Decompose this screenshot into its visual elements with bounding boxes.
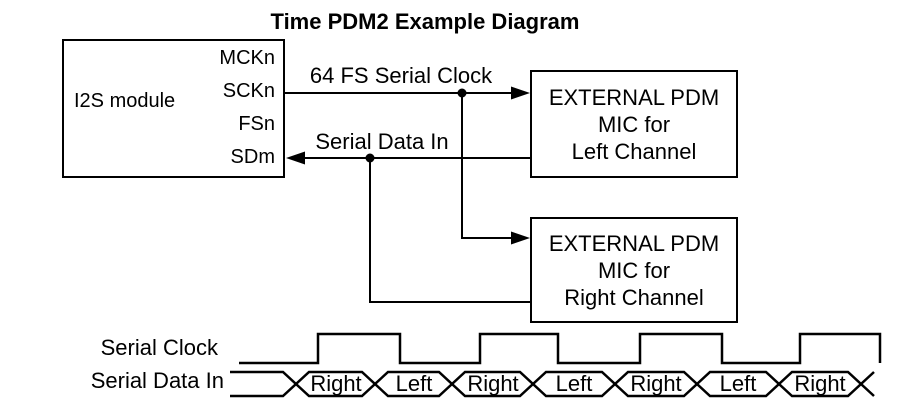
right-mic-line1: EXTERNAL PDM <box>548 230 720 256</box>
data-cell-label: Right <box>794 371 846 396</box>
data-cell-label: Right <box>467 371 519 396</box>
data-cell-label: Left <box>719 371 757 396</box>
pin-sdm: SDm <box>230 146 275 168</box>
diagram-title: Time PDM2 Example Diagram <box>270 9 580 34</box>
left-mic-line1: EXTERNAL PDM <box>548 84 720 110</box>
i2s-module-box: I2S module MCKn SCKn FSn SDm <box>62 39 285 178</box>
pin-mckn: MCKn <box>219 47 275 69</box>
data-cell-label: Left <box>555 371 593 396</box>
serial-data-branch-wire <box>369 158 530 303</box>
i2s-pin-list: MCKn SCKn FSn SDm <box>219 42 275 174</box>
serial-data-wire-label: Serial Data In <box>315 129 449 154</box>
left-mic-line2: MIC for <box>597 111 671 137</box>
serial-clock-wire-label: 64 FS Serial Clock <box>309 63 493 88</box>
data-waveform-rail-b <box>230 370 875 398</box>
clock-waveform <box>239 332 882 365</box>
right-mic-line2: MIC for <box>597 257 671 283</box>
right-mic-line3: Right Channel <box>564 284 704 310</box>
data-cell-label: Left <box>395 371 433 396</box>
pin-fsn: FSn <box>238 113 275 135</box>
serial-clock-branch-wire <box>461 93 513 239</box>
data-waveform-rail-a <box>230 370 875 398</box>
data-cell-label: Right <box>630 371 682 396</box>
pin-sckn: SCKn <box>222 80 275 102</box>
i2s-module-label: I2S module <box>74 90 176 112</box>
arrowhead-into-left-mic <box>511 86 530 100</box>
arrowhead-into-right-mic <box>511 231 530 245</box>
right-channel-mic-box: EXTERNAL PDM MIC for Right Channel <box>530 217 738 323</box>
left-mic-line3: Left Channel <box>571 138 697 164</box>
timing-serial-data-label: Serial Data In <box>90 368 224 393</box>
data-cell-label: Right <box>310 371 362 396</box>
left-channel-mic-box: EXTERNAL PDM MIC for Left Channel <box>530 70 738 178</box>
arrowhead-into-sdm <box>286 151 305 165</box>
timing-serial-clock-label: Serial Clock <box>100 335 218 360</box>
